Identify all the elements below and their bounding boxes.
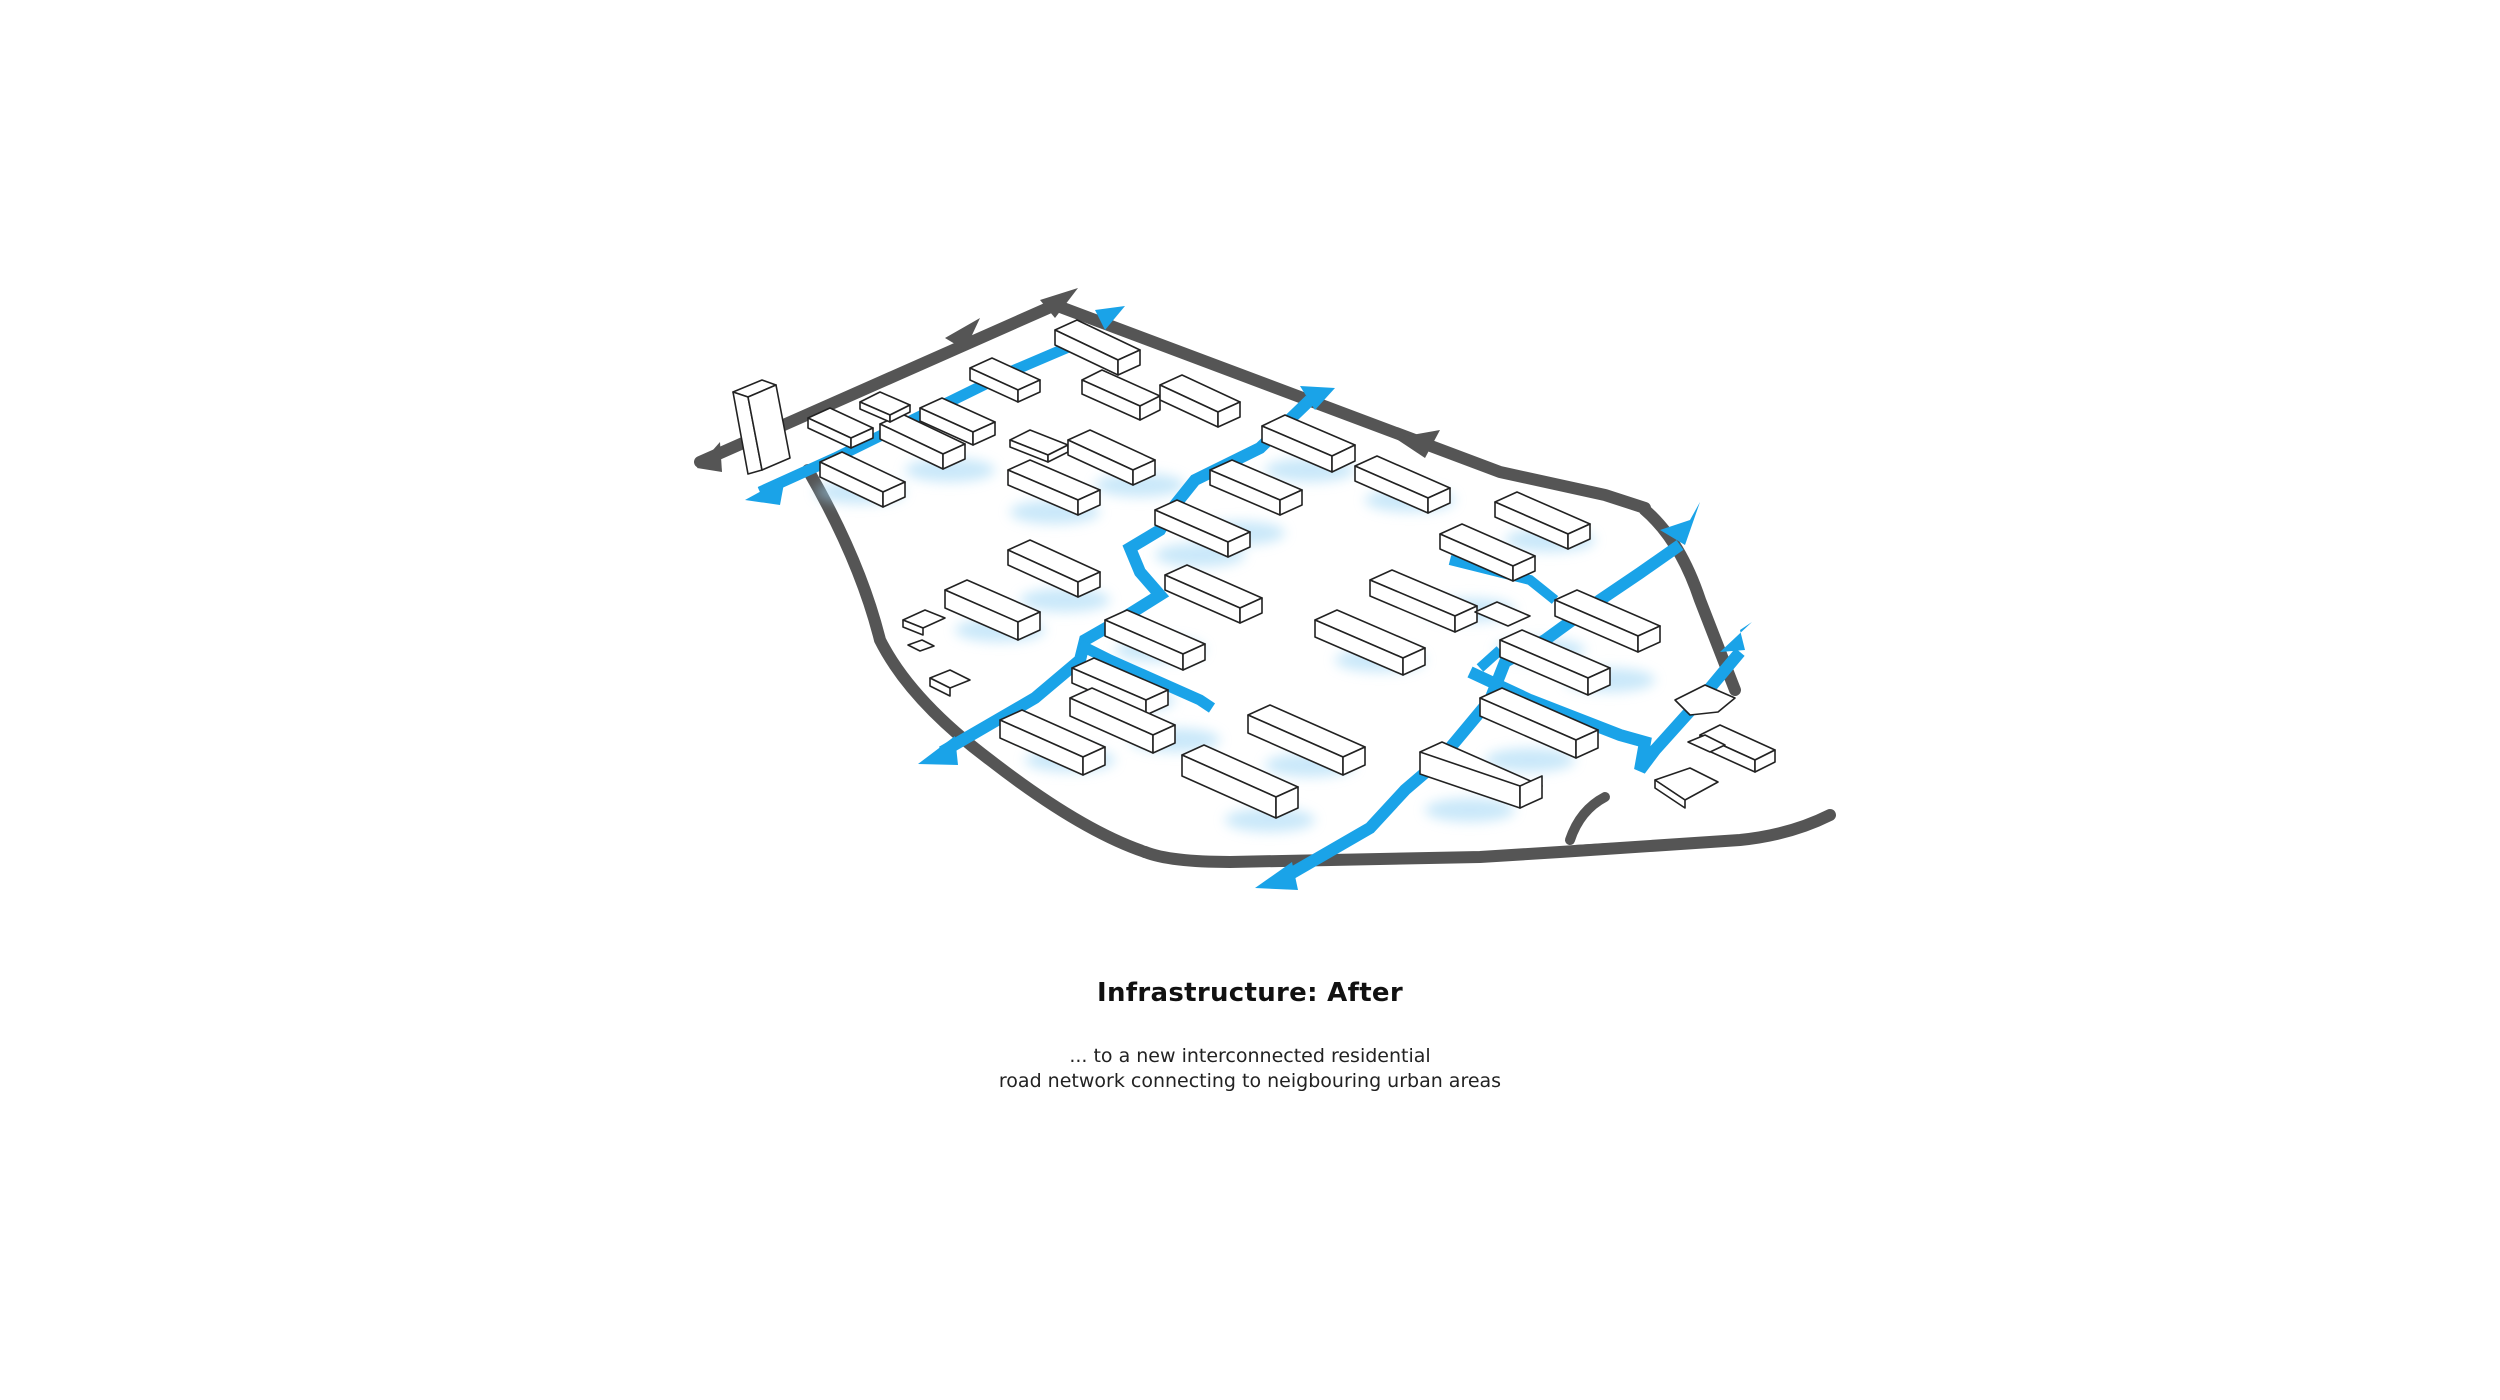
building-pavilion [1654, 767, 1719, 809]
building-slab [944, 579, 1041, 641]
blue-arrow-south [1255, 862, 1298, 890]
building-small-east [1687, 734, 1726, 753]
blue-arrow-ne-2 [1720, 622, 1752, 652]
grey-arrow-north-1 [945, 318, 980, 350]
building-slab [807, 407, 874, 449]
building-slab [1499, 629, 1611, 696]
existing-road-top [694, 299, 1651, 514]
existing-road-spur [1565, 792, 1610, 845]
existing-road-right [1639, 504, 1741, 696]
building-slab [1007, 539, 1101, 598]
building-slab [1067, 429, 1156, 486]
existing-road-arrows [697, 288, 1440, 472]
grey-arrow-west [697, 442, 722, 472]
building-slab [1164, 564, 1263, 624]
building-slab [969, 357, 1041, 403]
building-slab [879, 413, 966, 470]
building-slab [1081, 369, 1161, 421]
building-slab [1154, 499, 1251, 558]
building-slab [1554, 589, 1661, 653]
building-slab [1069, 687, 1176, 754]
building-slab [1159, 374, 1241, 428]
building-slab [919, 397, 996, 446]
blue-road-central-west [938, 395, 1315, 758]
blue-arrow-ne-1 [1660, 502, 1700, 545]
building-slab [859, 391, 911, 423]
building-slab [1419, 741, 1543, 809]
existing-road-bottom [1139, 809, 1836, 868]
existing-road-left [802, 464, 1151, 858]
building-slab [1369, 569, 1478, 633]
building-slab [1261, 414, 1356, 473]
blue-arrow-sw [918, 736, 958, 765]
blue-arrow-nw-out [745, 478, 785, 505]
building-slab [1054, 319, 1141, 376]
building-small-east [1674, 684, 1736, 716]
building-small-west [929, 669, 971, 697]
building-slab [1314, 609, 1426, 676]
blue-arrow-north-2 [1300, 386, 1335, 410]
tower-building [732, 379, 791, 475]
building-slab [1007, 459, 1101, 516]
diagram-title: Infrastructure: After [1097, 978, 1403, 1008]
building-slab [1104, 609, 1206, 671]
building-slab [1439, 523, 1536, 582]
grey-arrow-north-3 [1395, 430, 1440, 458]
blue-road-north-spur [1448, 555, 1559, 604]
building-slab [1181, 744, 1299, 819]
building-slab [1474, 601, 1531, 627]
building-slab [819, 451, 906, 508]
building-small-west [902, 609, 946, 636]
building-slab [1009, 429, 1069, 463]
buildings [732, 319, 1776, 819]
building-slab [1247, 704, 1366, 776]
building-slab [1354, 455, 1451, 514]
diagram-description-line-1: ... to a new interconnected residential [1069, 1045, 1431, 1067]
building-slab [1479, 687, 1599, 759]
building-slab [999, 709, 1106, 776]
blue-road-inner-link [1476, 646, 1504, 672]
existing-road-gate [1570, 835, 1750, 855]
blue-arrow-north-1 [1095, 306, 1125, 330]
building-small-west [907, 639, 935, 652]
grey-arrow-north-2 [1040, 288, 1078, 318]
new-road-arrows [745, 306, 1752, 890]
existing-road-network [694, 299, 1836, 868]
diagram-description-line-2: road network connecting to neigbouring u… [998, 1070, 1502, 1092]
blue-road-central-spur [1077, 640, 1216, 713]
building-slab [1494, 491, 1591, 550]
building-slab [1209, 459, 1303, 516]
